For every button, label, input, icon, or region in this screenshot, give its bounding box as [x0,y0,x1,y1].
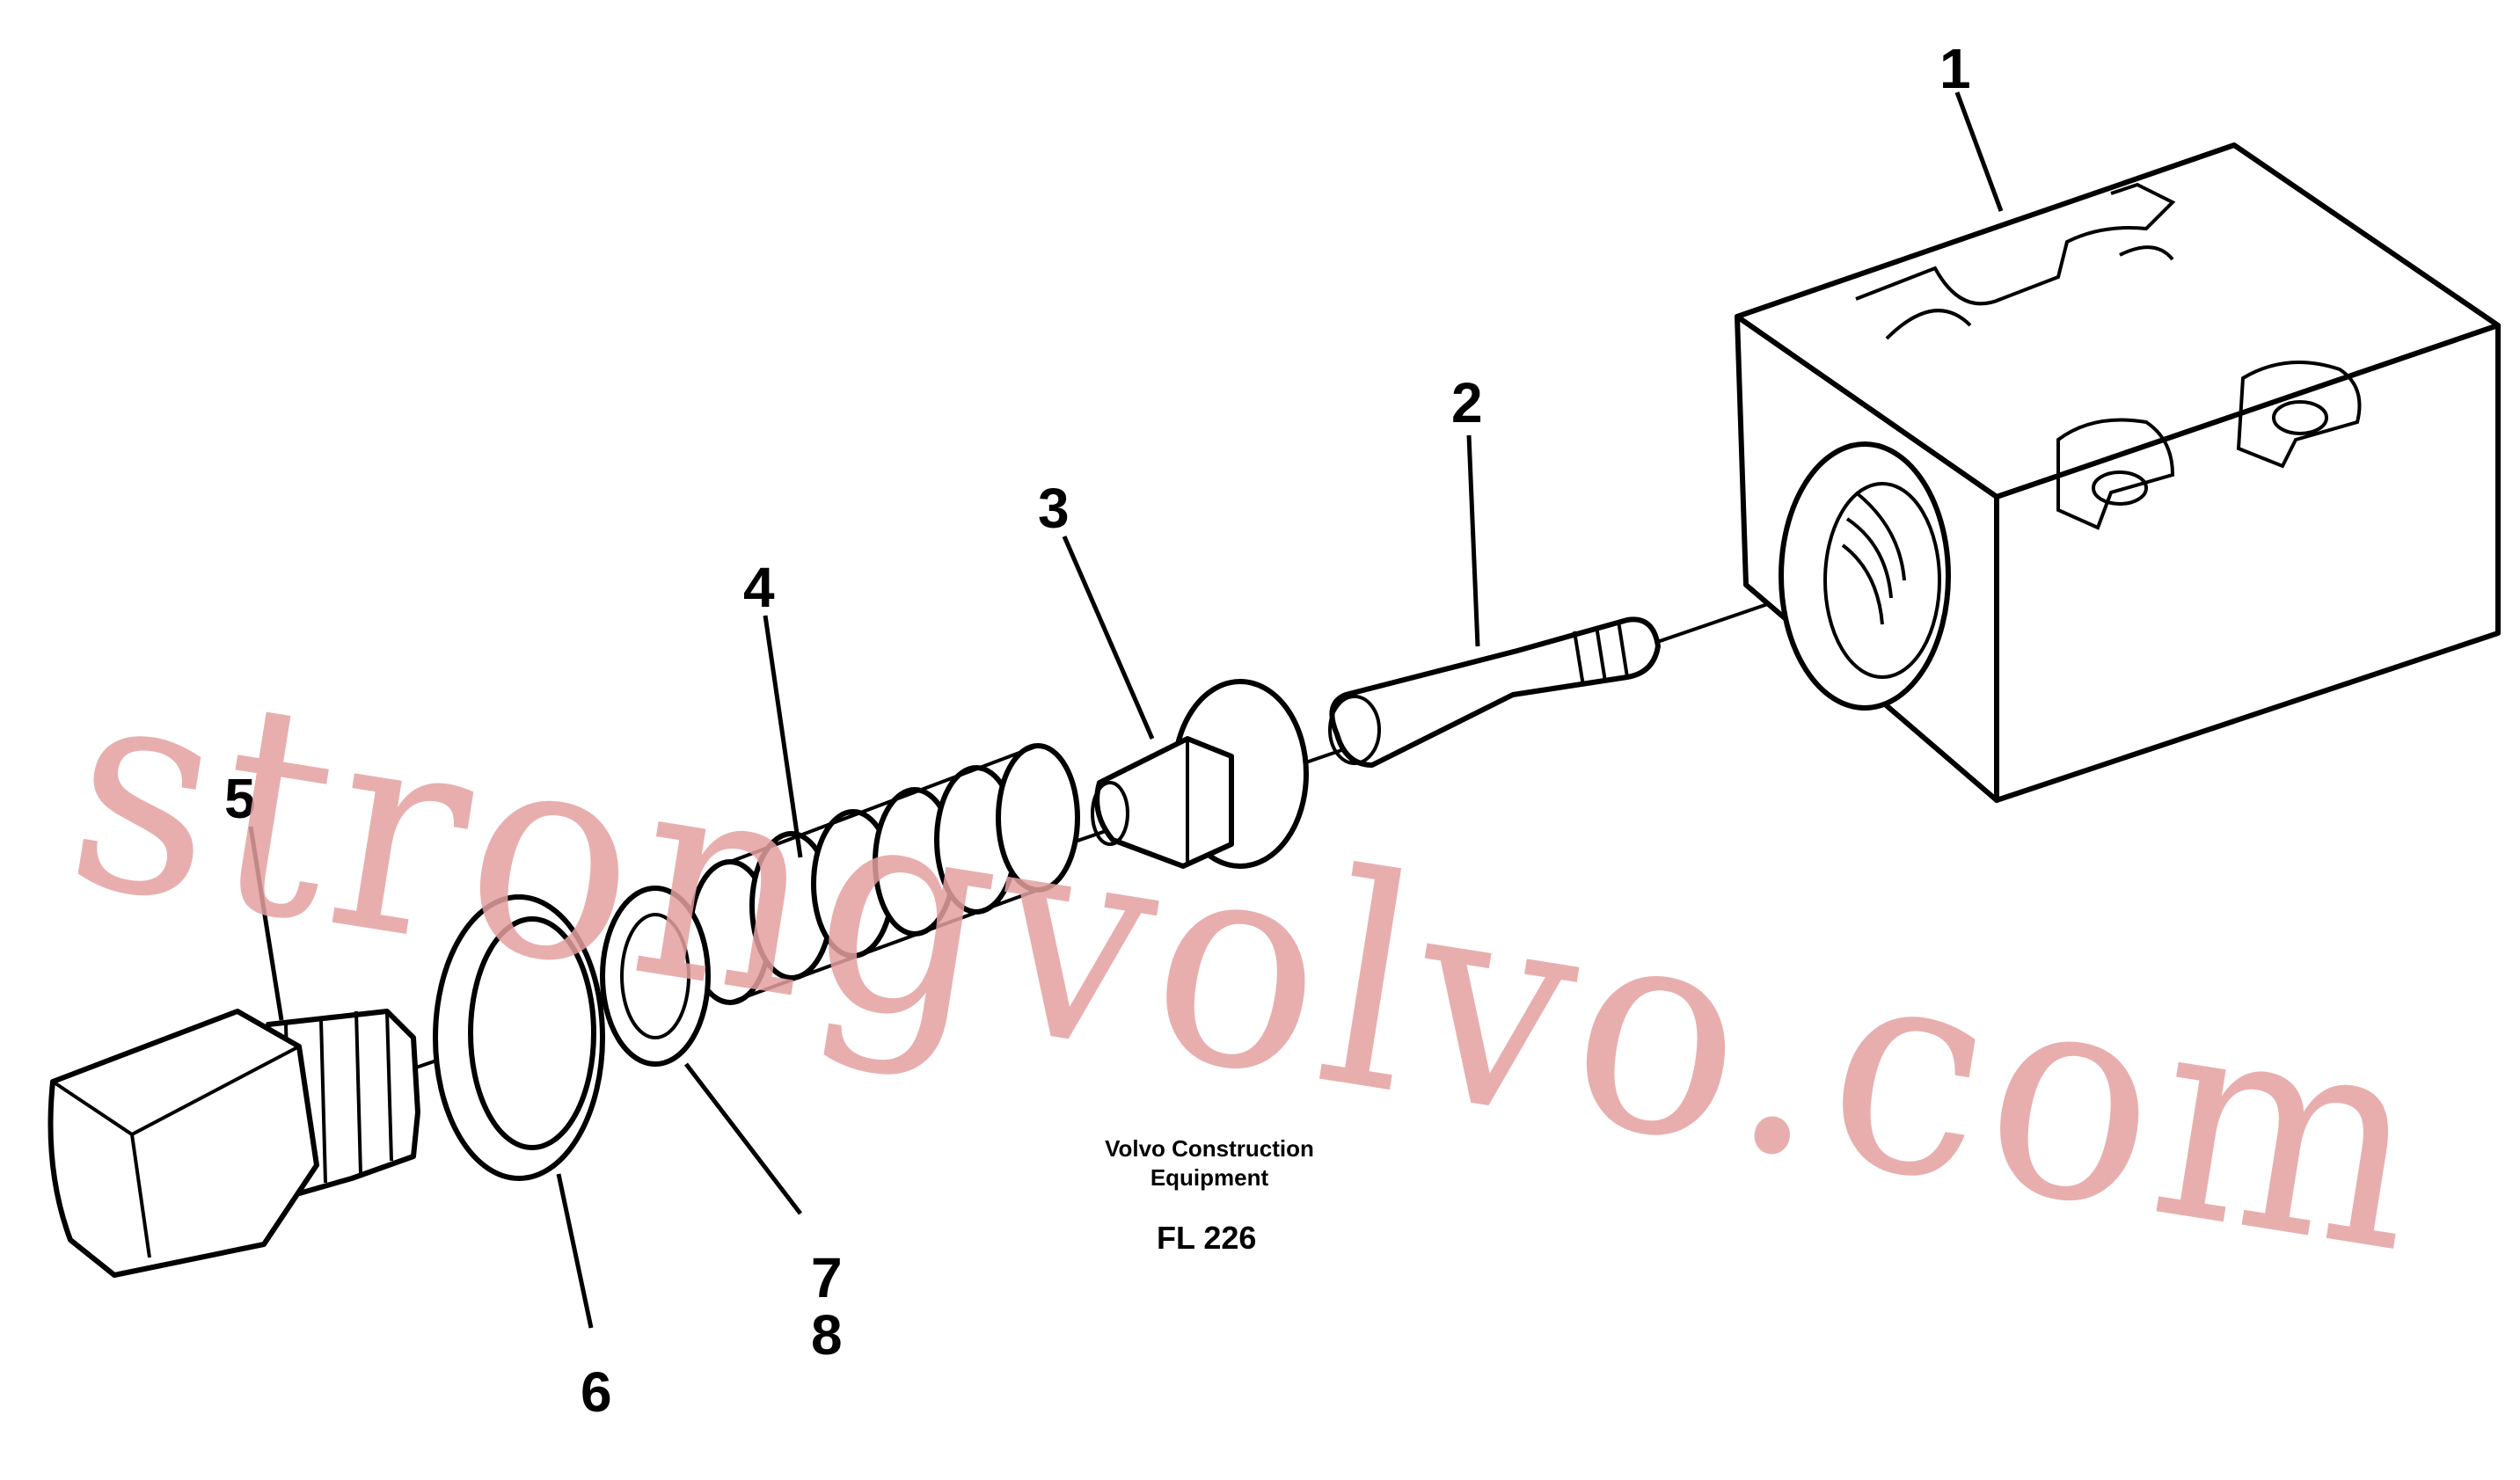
callout-3: 3 [1038,477,1070,540]
callout-4: 4 [743,556,775,619]
callout-labels: 1 2 3 4 5 6 7 8 [224,37,1971,1424]
leader-7 [684,1062,802,1215]
diagram-caption: Volvo Construction Equipment FL 226 [1105,1135,1314,1256]
callout-7: 7 [811,1246,843,1309]
leader-lines [248,91,2004,1329]
leader-5 [248,826,284,1021]
part-2-plunger-pin [1328,616,1661,768]
caption-line-1: Volvo Construction [1105,1135,1314,1162]
leader-3 [1062,536,1155,740]
callout-1: 1 [1939,37,1971,100]
callout-8: 8 [811,1303,843,1367]
leader-6 [556,1173,594,1329]
leader-4 [763,615,803,858]
part-7-8-washer [600,886,711,1067]
part-3-valve-poppet [1091,679,1309,869]
callout-2: 2 [1451,371,1483,434]
leader-2 [1466,434,1480,647]
leader-1 [1954,91,2004,212]
figure-code: FL 226 [1157,1220,1256,1256]
part-5-hex-plug [47,1009,420,1278]
part-1-housing-block [1735,142,2501,803]
caption-line-2: Equipment [1150,1164,1269,1191]
callout-5: 5 [224,767,256,830]
part-6-seal-ring [433,894,605,1181]
part-4-coil-spring [688,743,1080,1005]
callout-6: 6 [581,1360,612,1424]
